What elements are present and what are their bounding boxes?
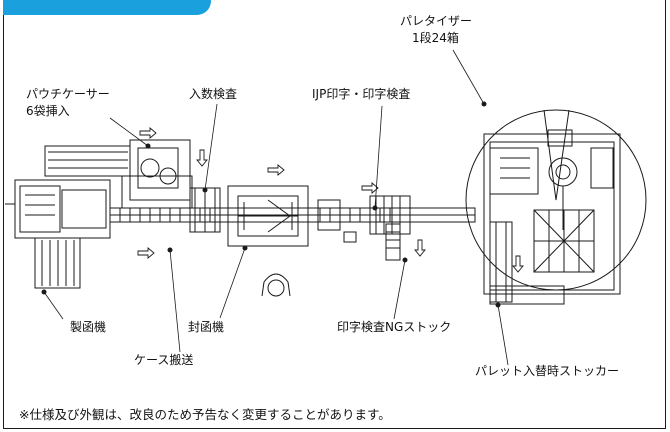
case-former-machine [5, 179, 111, 289]
label-case-conveyor: ケース搬送 [134, 353, 194, 367]
label-ijp-print: IJP印字・印字検査 [312, 87, 411, 101]
count-check-station [189, 187, 221, 233]
label-count-check: 入数検査 [189, 87, 238, 101]
pouch-caser-machine [44, 139, 193, 209]
leader-lines [43, 49, 509, 366]
flow-arrows [137, 127, 524, 273]
footnote: ※仕様及び外観は、改良のため予告なく変更することがあります。 [19, 407, 391, 422]
ng-stock-conveyor [385, 223, 401, 261]
label-print-ng-stock: 印字検査NGストック [337, 320, 452, 334]
ijp-print-station [317, 195, 411, 243]
label-pallet-stocker: パレット入替時ストッカー [475, 364, 620, 378]
label-pouch-caser: パウチケーサー [26, 87, 110, 101]
line-layout-drawing [5, 49, 647, 366]
label-case-sealer: 封函機 [188, 320, 225, 334]
label-palletizer: パレタイザー [400, 14, 473, 28]
palletizer-area [465, 109, 647, 295]
label-pouch-caser-sub: 6袋挿入 [26, 104, 70, 118]
diagram-frame [3, 0, 666, 429]
label-palletizer-sub: 1段24箱 [412, 31, 459, 45]
header-tab [3, 0, 211, 15]
case-sealer-machine [227, 185, 309, 247]
pallet-stocker-conveyor [489, 221, 565, 305]
label-case-former: 製函機 [70, 320, 107, 334]
operator-figure [261, 273, 291, 297]
